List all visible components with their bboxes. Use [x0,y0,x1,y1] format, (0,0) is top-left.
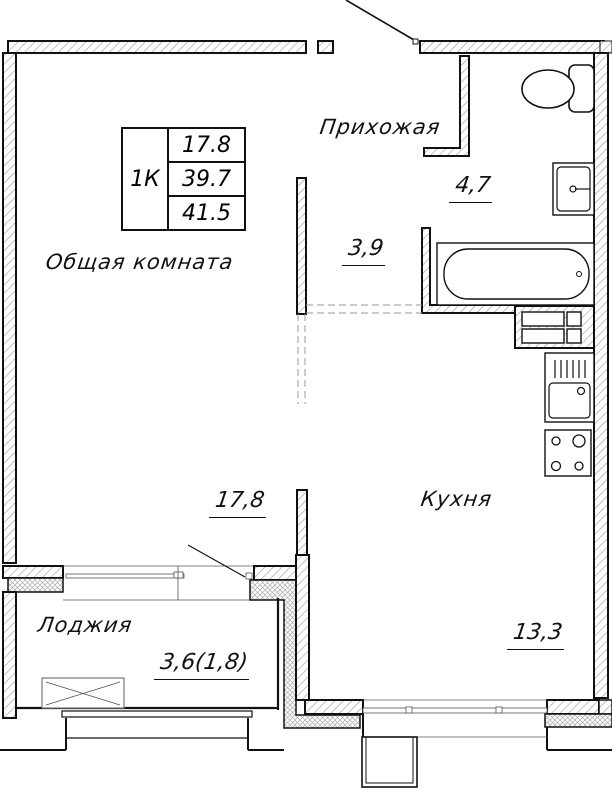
living-room-name: Общая комната [44,250,236,274]
stove-icon [544,429,592,477]
living-room-area: 17,8 [208,488,271,518]
bathtub-icon [436,242,595,306]
toilet-icon [521,64,595,113]
partition-wall-center-upper [296,177,307,315]
exterior-wall-top [7,40,612,54]
kitchen-left-wall [295,554,310,701]
exterior-wall-left [2,52,17,564]
entry-door-swing [345,0,415,41]
partition-wall-center-lower [296,489,308,556]
hallway-partition [423,55,470,157]
loggia-door-wall [2,544,305,601]
usable-area-value: 39.7 [169,163,244,197]
kitchen-area: 13,3 [506,620,569,650]
storage-box-icon [41,677,125,709]
bathroom-area: 3,9 [341,236,390,266]
apartment-summary-table: 1К 17.8 39.7 41.5 [121,127,246,231]
ventilation-shaft [514,305,595,349]
loggia-name: Лоджия [36,613,135,637]
kitchen-sink-icon [544,352,595,423]
hallway-area: 4,7 [448,173,497,203]
exterior-wall-right [593,52,609,699]
opening-dashed-lines [297,304,422,404]
hallway-name: Прихожая [318,115,443,139]
apartment-type: 1К [123,129,169,229]
kitchen-name: Кухня [419,487,494,511]
total-area-value: 41.5 [182,200,231,226]
ac-basket [361,736,418,788]
loggia-left-wall [2,591,17,719]
loggia-area: 3,6(1,8) [153,650,254,680]
kitchen-window-wall [304,699,612,751]
living-area-value: 17.8 [169,129,244,163]
washbasin-icon [552,162,595,216]
